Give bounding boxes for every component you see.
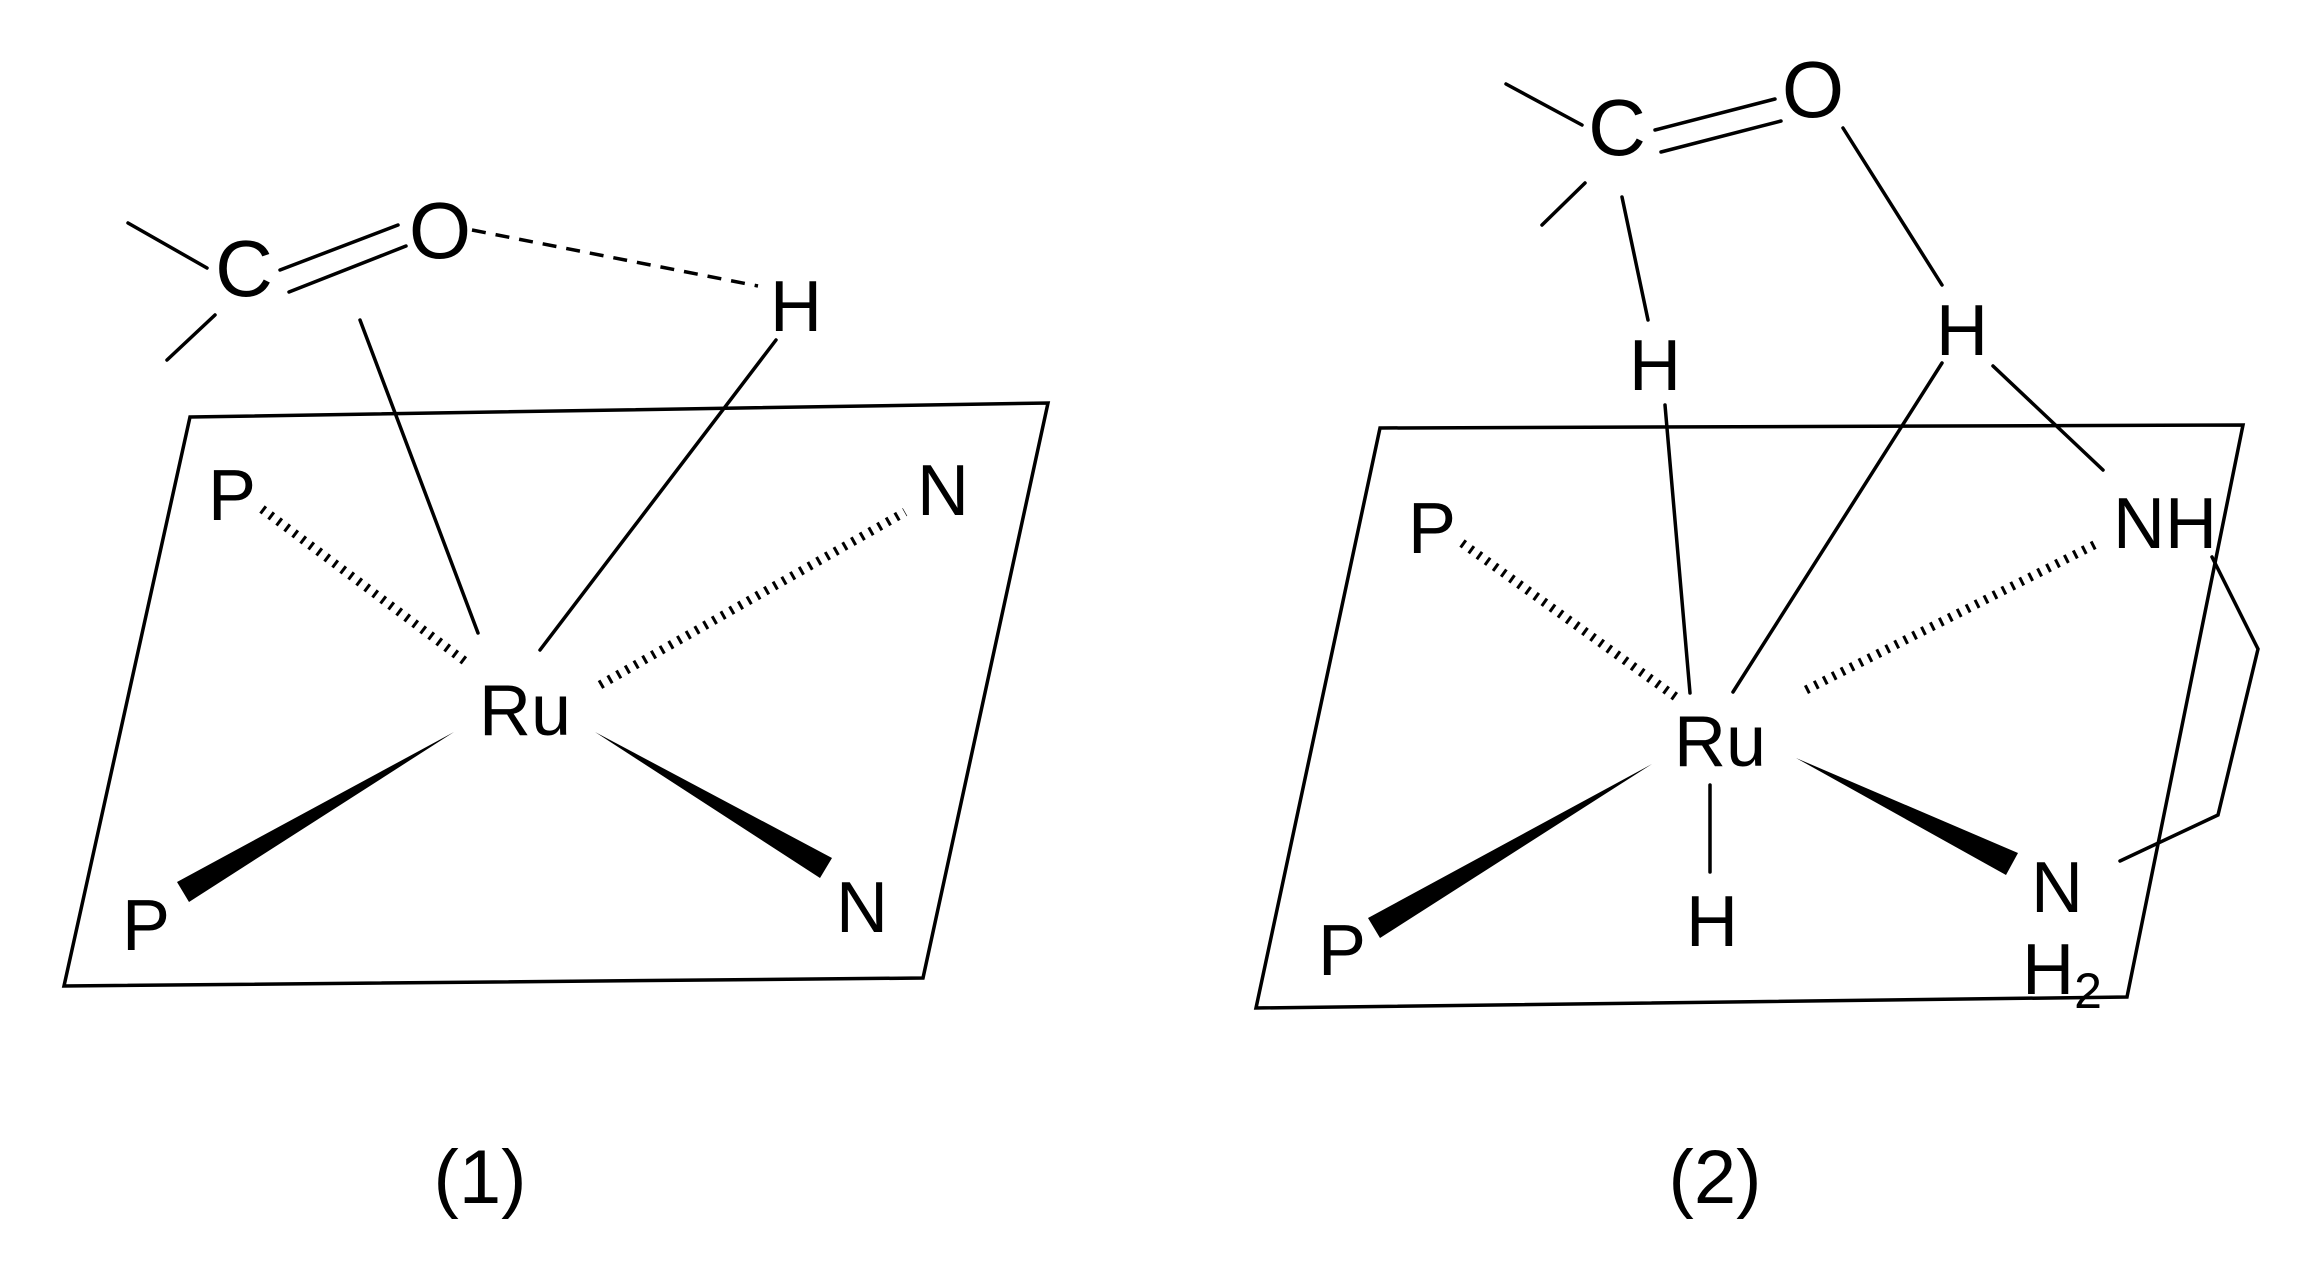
- oxygen-atom: O: [409, 186, 471, 275]
- ru-n-lower-wedge-bond: [1796, 758, 2018, 875]
- ethylenediamine-backbone: [2118, 555, 2260, 863]
- nitrogen-upper-atom: N: [917, 451, 969, 531]
- ru-n-lower-wedge-bond: [595, 732, 832, 878]
- oxygen-hydrogen-bond: [1841, 126, 1944, 287]
- carbon-ru-bond: [358, 318, 480, 635]
- coordination-plane-2: [1253, 423, 2246, 1010]
- coordination-plane-1: [61, 401, 1051, 988]
- hydride-ru-bond: [1663, 403, 1692, 695]
- ru-p-lower-wedge-bond: [1368, 764, 1652, 938]
- ruthenium-atom: Ru: [479, 671, 571, 751]
- amine-h-ru-bond: [1731, 361, 1944, 694]
- carbonyl-double-bond-a: [1653, 97, 1777, 132]
- ru-p-lower-wedge-bond: [177, 732, 454, 902]
- methyl-bond-lower: [1540, 181, 1587, 227]
- ru-nh-hashed-bond: [1803, 538, 2101, 695]
- phosphorus-upper-atom: P: [1408, 489, 1456, 569]
- h2-subscript: 2: [2074, 963, 2102, 1019]
- phosphorus-lower-atom: P: [1318, 911, 1366, 991]
- carbon-atom: C: [215, 224, 273, 313]
- carbonyl-double-bond-b: [287, 244, 408, 294]
- nitrogen-lower-atom: N: [836, 868, 888, 948]
- carbon-atom: C: [1588, 83, 1646, 172]
- phosphorus-lower-atom: P: [122, 886, 170, 966]
- ru-lower-hydride-atom: H: [1686, 882, 1738, 962]
- carbonyl-double-bond-a: [278, 223, 400, 272]
- carbonyl-hydride-atom: H: [1629, 326, 1681, 406]
- ru-n-upper-hashed-bond: [597, 508, 908, 689]
- methyl-bond-upper: [1504, 82, 1584, 127]
- nh-group: NH: [2113, 484, 2217, 564]
- methyl-bond-upper: [126, 221, 209, 270]
- structure-1-label: (1): [434, 1135, 527, 1220]
- ruthenium-atom: Ru: [1674, 702, 1766, 782]
- hydride-atom: H: [770, 267, 822, 347]
- h2-base: H: [2022, 930, 2074, 1010]
- oxygen-atom: O: [1782, 45, 1844, 134]
- hydride-ru-bond: [538, 338, 778, 652]
- nh2-hydrogens: H2: [2022, 930, 2102, 1019]
- phosphorus-upper-atom: P: [208, 456, 256, 536]
- amine-hydrogen-atom: H: [1936, 291, 1988, 371]
- structure-2-label: (2): [1669, 1135, 1762, 1220]
- ru-p-upper-hashed-bond: [259, 505, 473, 669]
- oxygen-hydrogen-hbond: [471, 228, 759, 288]
- methyl-bond-lower: [165, 313, 217, 362]
- nitrogen-lower-atom: N: [2031, 848, 2083, 928]
- structure-1: C O H Ru P P N N (1): [61, 186, 1051, 1220]
- carbonyl-double-bond-b: [1659, 119, 1783, 154]
- structure-2: C O H H Ru P P NH N H2 H (2): [1253, 45, 2260, 1220]
- amine-h-nitrogen-bond: [1991, 364, 2105, 472]
- carbon-hydride-bond: [1620, 195, 1650, 322]
